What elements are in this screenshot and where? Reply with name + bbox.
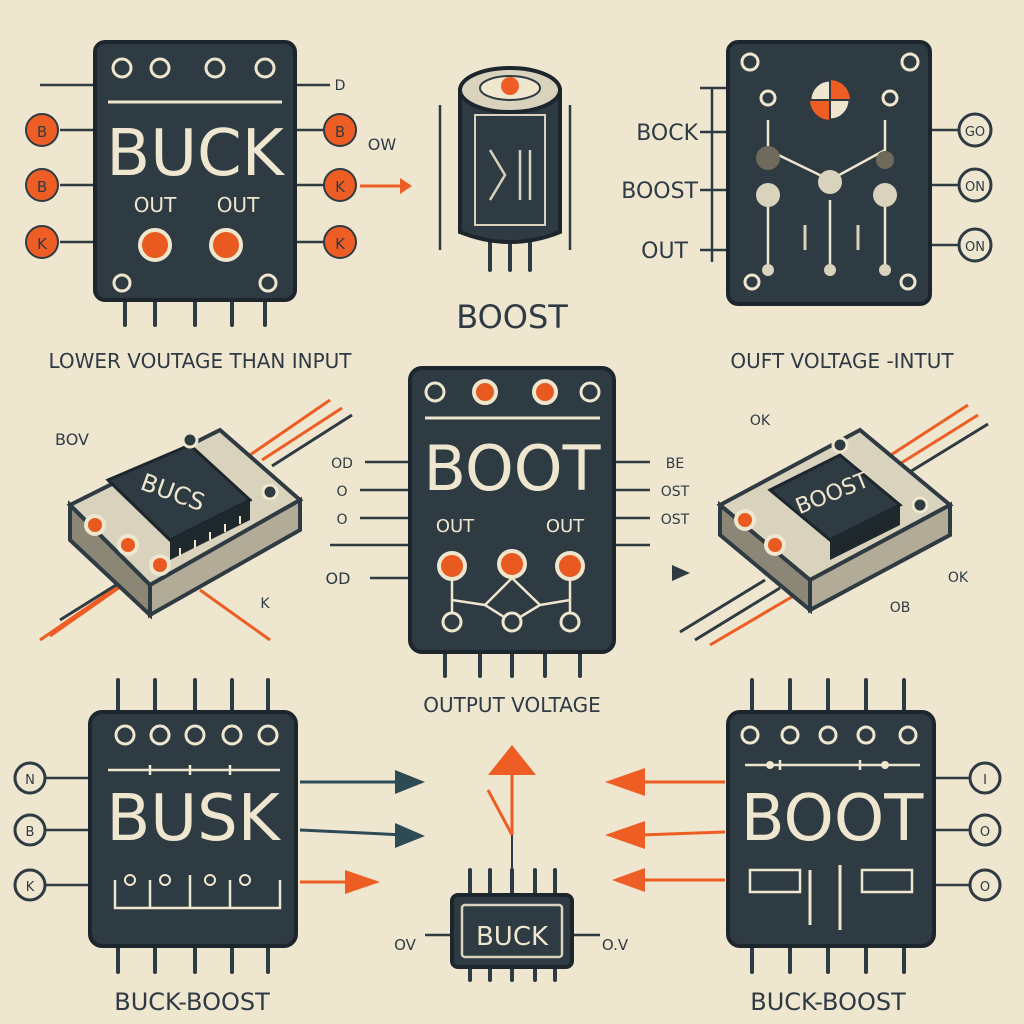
right-terminals: GO ON ON [957,112,993,263]
chip-3d-bucs: BUCS BOV K [39,398,353,642]
chip-buck-top-left: BUCK OUT OUT B B K B K K D OW [25,40,412,327]
caption-buck-boost-left: BUCK-BOOST [114,988,270,1016]
chip-boot-center: BOOT OUT OUT OD O O OD BE OST OST [326,366,690,678]
chip-buck-bottom-center: BUCK OV O.V [394,745,629,982]
chip-body [726,710,936,948]
caption-output-voltage: OUTPUT VOLTAGE [423,693,600,717]
out-label: OUT [134,193,177,217]
pin-hole [149,57,171,79]
terminal-label: K [335,178,346,196]
chip-title: BUSK [106,782,281,856]
pin-label: OST [661,512,690,528]
out-label: OUT [546,516,585,537]
chip-title: BUCK [106,117,285,191]
chip-title: BUCK [476,922,549,952]
row-label: BOCK [636,121,698,146]
row-label: BOOST [621,179,698,204]
arrow-left-icon [612,868,645,892]
terminal-label: K [26,880,35,895]
terminal-label: K [335,235,346,253]
chip-top-right: BOCK BOOST OUT GO ON ON [621,40,993,306]
pin-hole [112,273,132,293]
terminal-label: B [37,178,47,196]
terminal-label: K [37,235,48,253]
side-label: OW [368,135,397,154]
tag-label: K [260,596,270,612]
pin-label: OD [326,569,351,588]
terminal-label: B [26,825,35,840]
arrow-right-icon [345,870,380,894]
pin-label: BE [666,456,684,472]
arrow-right-icon [395,823,425,848]
output-terminal [138,228,172,262]
chip-title: BOOT [424,432,602,505]
arrow-right-icon [672,565,690,581]
terminal-label: O [980,825,990,840]
chip-boot-bottom-right: BOOT I O O [605,678,1002,974]
capacitor-boost [438,66,572,272]
output-terminal [209,228,243,262]
pin-label: OST [661,484,690,500]
capacitor-body [458,88,562,244]
pin-label: O.V [602,936,629,954]
tag-label: OK [750,413,771,429]
right-terminals: B K K [323,113,357,259]
pin-label: OV [394,936,417,954]
pin-label: OD [331,456,353,472]
capacitor-terminal [501,77,519,95]
pin-hole [111,57,133,79]
caption-lower-voltage: LOWER VOUTAGE THAN INPUT [48,349,352,373]
chip-3d-boost: BOOST OK OK OB [679,403,989,647]
terminal-label: N [25,773,35,788]
chip-body [408,366,616,654]
caption-output-voltage-input: OUFT VOLTAGE -INTUT [730,349,954,373]
output-terminal [555,551,585,581]
out-label: OUT [436,516,475,537]
output-terminal [497,549,527,579]
tag-label: OK [948,570,969,586]
chip-busk-bottom-left: BUSK N B K [13,678,425,974]
row-label: OUT [641,239,688,264]
left-terminals: N B K [13,761,47,902]
arrow-right-icon [400,178,412,194]
out-label: OUT [217,193,260,217]
pin-label: O [336,512,347,528]
arrow-right-icon [395,770,425,794]
chip-body [450,893,574,969]
pin-label: O [336,484,347,500]
chip-title: BOOT [741,782,925,856]
terminal-label: B [335,123,345,141]
tag-label: OB [890,600,911,616]
pin-hole [254,57,276,79]
terminal-label: ON [965,180,985,195]
arrow-up-icon [488,745,536,775]
caption-buck-boost-right: BUCK-BOOST [750,988,906,1016]
terminal-label: GO [965,125,985,140]
pin-hole [258,273,278,293]
output-terminal [437,551,467,581]
left-terminals: B B K [25,113,59,259]
caption-capacitor: BOOST [456,298,568,336]
right-terminals: I O O [968,761,1002,902]
terminal-label: ON [965,240,985,255]
terminal-label: B [37,123,47,141]
tag-label: BOV [55,430,89,449]
pin-label: D [335,78,346,94]
arrow-left-icon [605,768,645,796]
pin-hole [204,57,226,79]
terminal-label: O [980,880,990,895]
arrow-left-icon [605,821,645,849]
terminal-label: I [983,773,987,788]
